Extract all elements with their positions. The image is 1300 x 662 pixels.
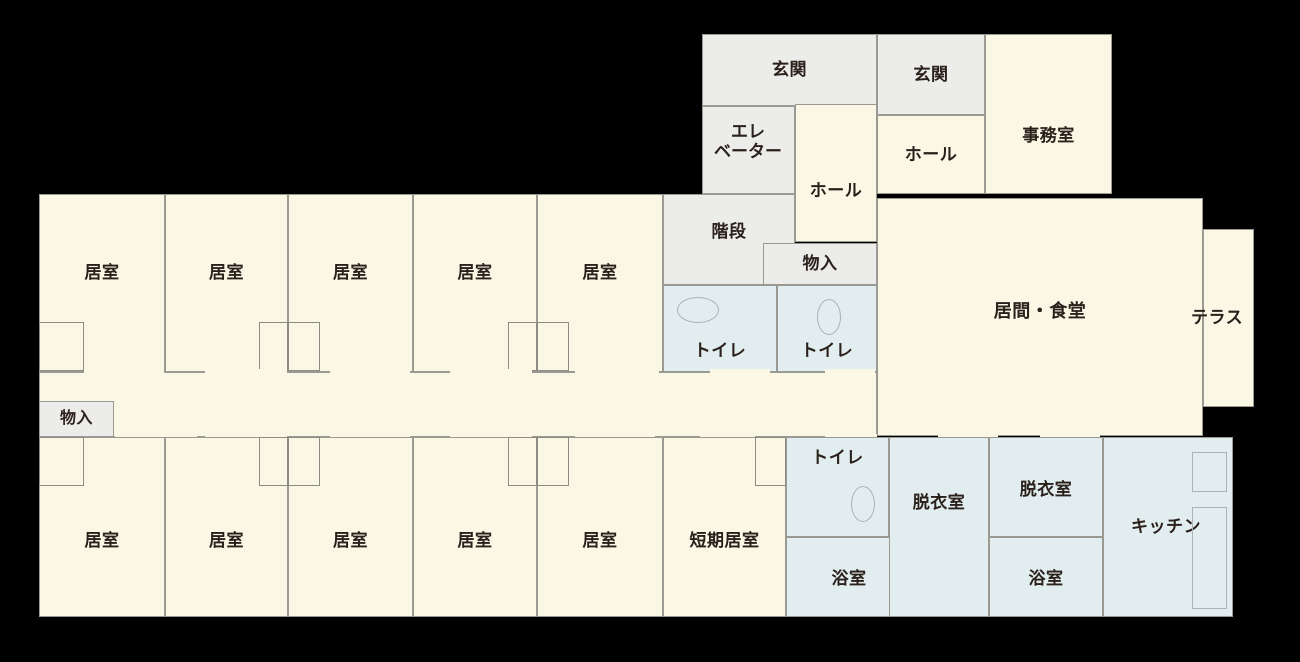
room-label: 居室 [209, 263, 244, 283]
door-gap [1040, 434, 1100, 439]
room-office[interactable]: 事務室 [985, 34, 1112, 194]
door-gap [84, 369, 164, 374]
room-label: 居室 [333, 263, 368, 283]
room-corridor-storage[interactable]: 物入 [39, 401, 114, 437]
room-private-top-3[interactable]: 居室 [288, 194, 413, 372]
room-private-top-4[interactable]: 居室 [413, 194, 537, 372]
door-gap [330, 369, 410, 374]
room-label: キッチン [1131, 517, 1201, 537]
room-label: トイレ [811, 448, 864, 467]
room-alcove [537, 322, 569, 371]
door-gap [700, 434, 755, 439]
room-label: 居間・食堂 [993, 300, 1087, 321]
room-private-bottom-2[interactable]: 居室 [165, 437, 288, 617]
room-terrace[interactable]: テラス [1191, 229, 1254, 407]
room-kitchen[interactable]: キッチン [1103, 437, 1233, 617]
room-label: 浴室 [1028, 569, 1064, 589]
room-label: 事務室 [1022, 126, 1075, 146]
room-alcove [288, 437, 320, 486]
room-label: 脱衣室 [1019, 480, 1073, 499]
room-alcove [508, 322, 537, 371]
room-label: 居室 [582, 531, 618, 551]
door-gap [450, 369, 532, 374]
room-alcove [508, 437, 537, 486]
door-gap [205, 434, 287, 439]
toilet-fixture-icon [851, 486, 875, 522]
room-alcove [259, 437, 288, 486]
kitchen-counter-icon [1192, 452, 1227, 492]
door-gap [575, 369, 659, 374]
room-label: 脱衣室 [912, 493, 966, 512]
corridor[interactable] [39, 372, 877, 437]
room-elevator[interactable] [702, 106, 795, 194]
room-storage-top[interactable]: 物入 [763, 243, 877, 285]
door-gap [825, 434, 877, 439]
toilet-fixture-icon [817, 299, 841, 335]
room-alcove [537, 437, 569, 486]
room-private-bottom-4[interactable]: 居室 [413, 437, 537, 617]
room-label: 物入 [59, 409, 93, 427]
door-gap [825, 369, 875, 374]
door-gap [205, 369, 287, 374]
room-label: トイレ [693, 341, 747, 361]
room-toilet-b[interactable]: トイレ [777, 285, 877, 372]
room-label: テラス [1191, 308, 1244, 328]
room-genkan-sub[interactable]: 玄関 [877, 34, 985, 115]
room-label: トイレ [800, 341, 854, 361]
room-hall-right[interactable]: ホール [877, 115, 985, 194]
door-gap [330, 434, 410, 439]
room-hall-center[interactable]: ホール [795, 104, 877, 242]
room-label: 居室 [457, 531, 493, 551]
room-private-top-5[interactable]: 居室 [537, 194, 663, 372]
toilet-fixture-icon [677, 297, 719, 323]
door-gap [938, 434, 998, 439]
room-toilet-a[interactable]: トイレ [663, 285, 777, 372]
room-genkan-main[interactable]: 玄関 [702, 34, 877, 106]
room-alcove [39, 322, 84, 371]
room-alcove [755, 437, 786, 486]
room-bath-b[interactable]: 浴室 [989, 537, 1103, 617]
room-label: 居室 [333, 531, 368, 551]
room-label: 玄関 [913, 64, 949, 84]
room-label: 居室 [582, 263, 618, 283]
room-changing-b[interactable]: 脱衣室 [989, 437, 1103, 537]
room-alcove [288, 322, 320, 371]
door-gap [115, 434, 197, 439]
room-label: 物入 [802, 254, 838, 274]
room-toilet-c[interactable]: トイレ [786, 437, 889, 537]
room-label: 居室 [209, 531, 244, 551]
room-label: 居室 [84, 531, 120, 551]
door-gap [450, 434, 532, 439]
room-alcove [259, 322, 288, 371]
room-private-top-2[interactable]: 居室 [165, 194, 288, 372]
room-private-top-1[interactable]: 居室 [39, 194, 165, 372]
room-label: 階段 [711, 221, 747, 241]
room-alcove [39, 437, 84, 486]
room-label: 居室 [84, 263, 120, 283]
room-private-bottom-3[interactable]: 居室 [288, 437, 413, 617]
room-label: ホール [809, 181, 863, 201]
room-short-stay[interactable]: 短期居室 [663, 437, 786, 617]
door-gap [575, 434, 655, 439]
room-label: 短期居室 [689, 531, 760, 551]
room-label: 浴室 [831, 569, 867, 589]
room-label: 居室 [457, 263, 493, 283]
room-private-bottom-5[interactable]: 居室 [537, 437, 663, 617]
room-private-bottom-1[interactable]: 居室 [39, 437, 165, 617]
kitchen-sink-icon [1192, 507, 1227, 609]
room-living-dining[interactable]: 居間・食堂 [877, 198, 1203, 436]
door-gap [710, 369, 770, 374]
room-label: 玄関 [772, 60, 807, 80]
room-label: ホール [904, 144, 958, 164]
room-changing-a[interactable]: 脱衣室 [889, 437, 989, 617]
